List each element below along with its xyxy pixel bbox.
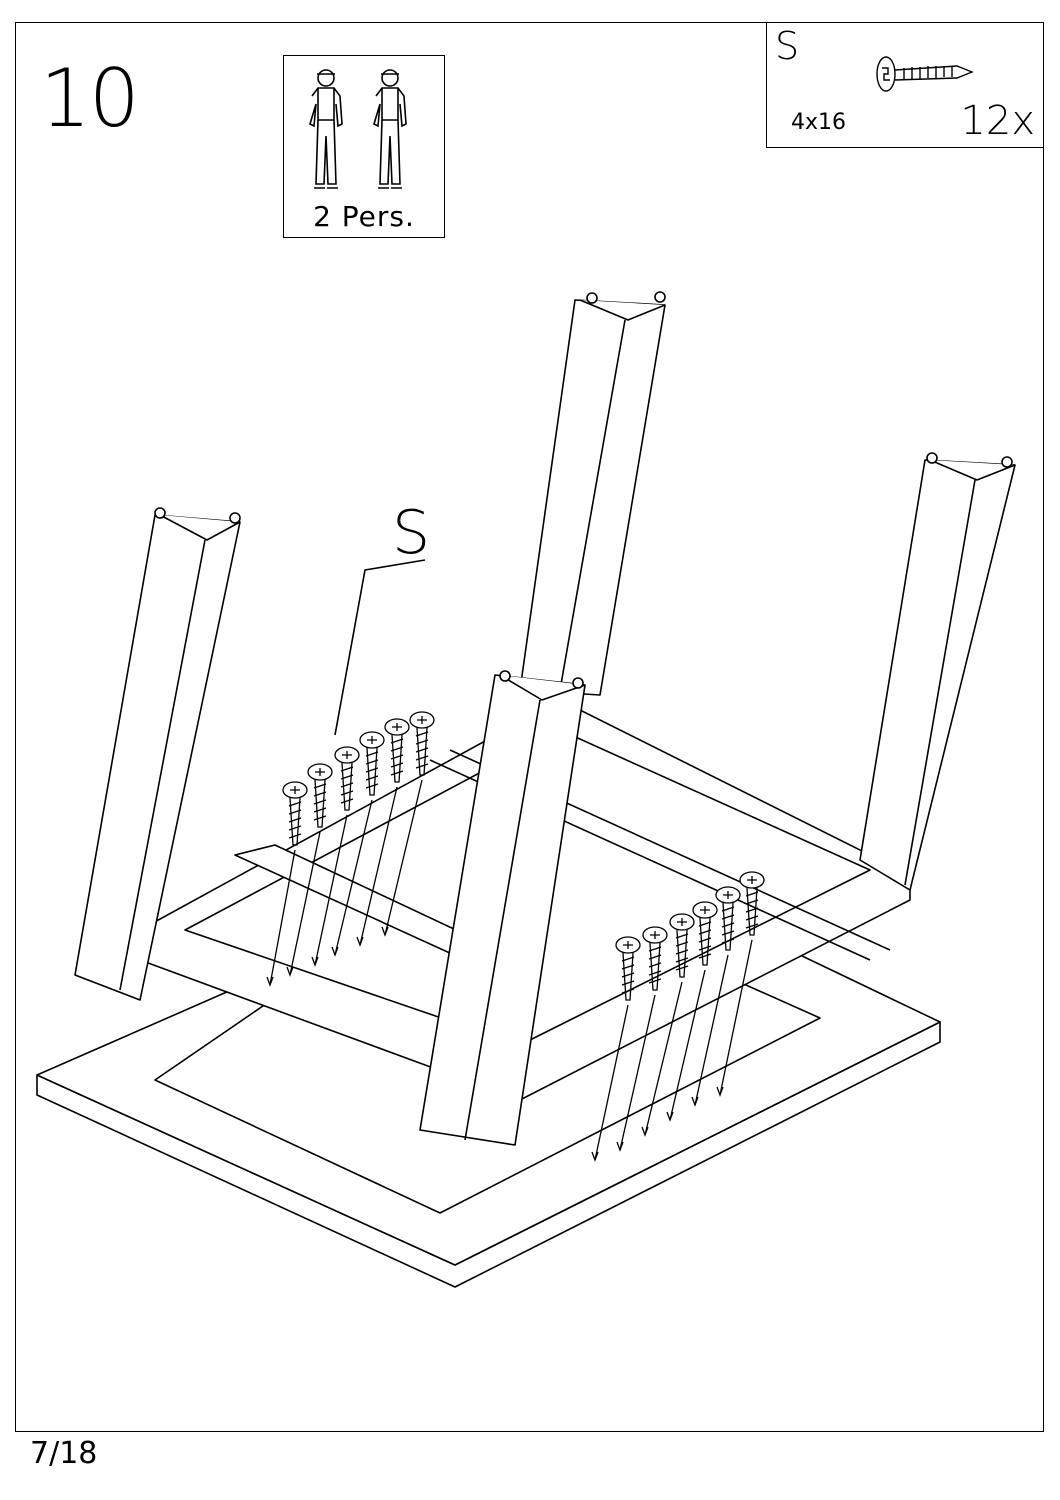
leg-right [859,452,1016,891]
persons-box: 2 Pers. [283,55,445,238]
screw-s [311,746,360,967]
page-number: 7/18 [30,1436,98,1471]
screw-icon [876,56,974,92]
screw-s [716,871,765,1097]
part-quantity: 12x [960,98,1035,144]
leg-front [419,670,586,1146]
callout-label: S [392,498,431,568]
parts-box: S 4x16 12x [766,22,1043,148]
screw-s [691,886,741,1107]
screw-s [666,901,718,1122]
screw-s [266,781,308,987]
page-frame [15,22,1044,1432]
screw-s [356,718,410,947]
callout-leader [334,559,426,736]
screw-s [381,711,435,937]
screw-s [641,913,695,1137]
screw-s [616,926,668,1152]
screw-s [591,936,641,1162]
leg-left [74,507,241,1001]
part-size: 4x16 [791,110,847,135]
persons-label: 2 Pers. [313,200,415,233]
leg-back [519,291,666,696]
part-letter: S [775,24,800,68]
two-workers-icon [309,69,407,189]
step-number: 10 [40,52,140,145]
screw-s [331,731,385,957]
screw-s [286,763,333,977]
